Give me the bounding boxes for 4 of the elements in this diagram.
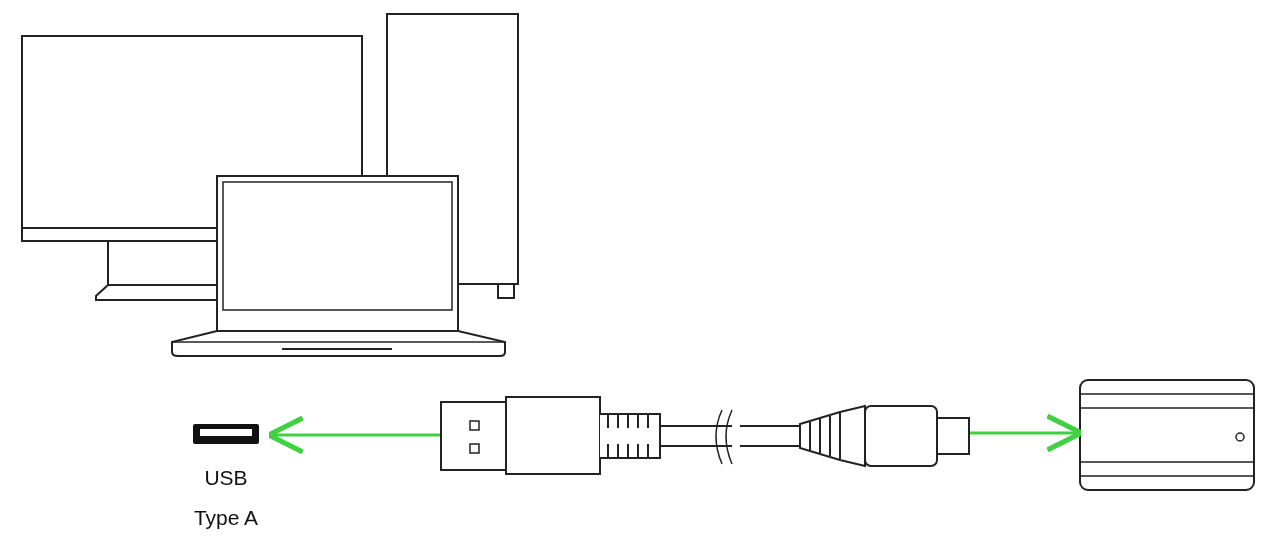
port-label: USB	[203, 465, 249, 491]
receiver-dongle-drawing	[1078, 378, 1256, 492]
usb-cable-drawing	[440, 394, 970, 478]
port-label: Type A	[192, 505, 260, 531]
